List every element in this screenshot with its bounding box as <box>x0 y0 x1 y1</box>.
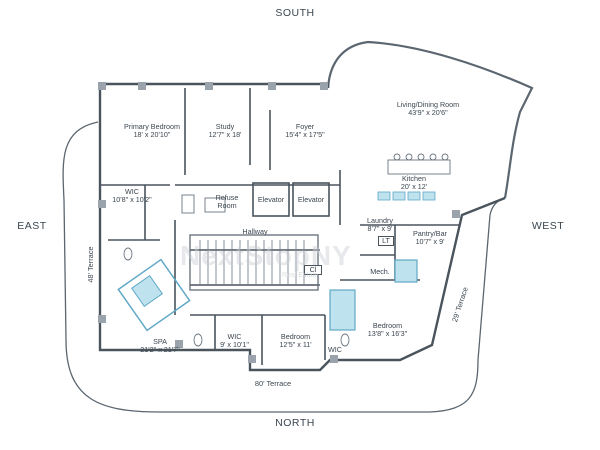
room-primary-bedroom: Primary Bedroom 18' x 20'10" <box>112 122 192 140</box>
room-kitchen: Kitchen 20' x 12' <box>384 174 444 192</box>
room-foyer-name: Foyer <box>295 122 315 131</box>
terrace-outline <box>62 121 506 413</box>
terrace-south-label: 80' Terrace <box>254 379 292 388</box>
room-kitchen-dim: 20' x 12' <box>400 182 428 192</box>
room-bedroom-center-dim: 12'5" x 11' <box>279 340 312 350</box>
bathroom-fixtures <box>123 194 350 347</box>
room-primary-bedroom-dim: 18' x 20'10" <box>133 130 171 140</box>
interior-walls <box>100 88 460 365</box>
room-wic-center-dim: 9' x 10'1" <box>220 340 249 350</box>
room-bedroom-west-name: Bedroom <box>372 321 403 330</box>
room-bedroom-center: Bedroom 12'5" x 11' <box>268 332 323 350</box>
structural-columns <box>98 82 460 363</box>
compass-west: WEST <box>531 220 565 232</box>
room-foyer: Foyer 15'4" x 17'5" <box>275 122 335 140</box>
compass-east: EAST <box>17 220 47 232</box>
room-study-dim: 12'7" x 18' <box>208 130 242 140</box>
kitchen-counters <box>377 191 436 201</box>
room-elevator-1: Elevator <box>257 195 285 204</box>
compass-north: NORTH <box>275 417 315 429</box>
room-study: Study 12'7" x 18' <box>200 122 250 140</box>
room-kitchen-name: Kitchen <box>402 174 426 183</box>
room-refuse: Refuse Room <box>215 193 239 210</box>
room-spa-dim: 21'2" x 21'7" <box>140 345 180 355</box>
stairwell <box>189 234 319 291</box>
room-bedroom-center-name: Bedroom <box>280 332 311 341</box>
bath-shower-center <box>329 289 356 331</box>
kitchen-stools <box>387 153 451 175</box>
living-room-curved-wall <box>326 40 534 199</box>
room-pantry-bar: Pantry/Bar 10'7" x 9' <box>405 229 455 247</box>
elevator-2-box <box>292 182 330 217</box>
room-living-dining-dim: 43'9" x 20'6" <box>408 108 448 118</box>
room-wic-east-name: WIC <box>125 187 139 196</box>
room-closet: Cl <box>304 265 322 276</box>
room-mech: Mech. <box>370 267 390 276</box>
room-spa: SPA 21'2" x 21'7" <box>132 337 188 355</box>
pantry-fixture <box>394 259 418 283</box>
watermark-sub: Real Estate <box>282 272 319 279</box>
room-laundry-name: Laundry <box>367 216 393 225</box>
room-elevator-2: Elevator <box>297 195 325 204</box>
terrace-east-label: 48' Terrace <box>86 246 95 283</box>
room-pantry-bar-name: Pantry/Bar <box>413 229 447 238</box>
room-laundry-dim: 8'7" x 9' <box>367 224 393 234</box>
room-wic-east: WIC 10'8" x 10'2" <box>112 187 152 205</box>
watermark-brand: NextStopNY <box>180 240 352 271</box>
compass-south: SOUTH <box>275 7 315 19</box>
room-living-dining-name: Living/Dining Room <box>396 100 460 109</box>
room-wic-small: WIC <box>328 345 342 354</box>
room-pantry-bar-dim: 10'7" x 9' <box>415 237 445 247</box>
room-primary-bedroom-name: Primary Bedroom <box>124 122 180 131</box>
room-spa-name: SPA <box>153 337 167 346</box>
room-wic-east-dim1: 10'8" x 10'2" <box>112 195 152 205</box>
elevator-1-box <box>252 182 290 217</box>
room-wic-center: WIC 9' x 10'1" <box>212 332 257 350</box>
room-laundry: Laundry 8'7" x 9' <box>360 216 400 234</box>
room-study-name: Study <box>215 122 235 131</box>
room-lt: LT <box>378 236 394 247</box>
room-bedroom-west: Bedroom 13'8" x 16'3" <box>360 321 415 339</box>
room-living-dining: Living/Dining Room 43'9" x 20'6" <box>388 100 468 118</box>
spa-fixtures <box>117 258 191 332</box>
room-hallway: Hallway <box>242 227 268 236</box>
room-foyer-dim: 15'4" x 17'5" <box>285 130 325 140</box>
room-bedroom-west-dim: 13'8" x 16'3" <box>367 329 408 339</box>
room-wic-center-name: WIC <box>227 332 242 341</box>
